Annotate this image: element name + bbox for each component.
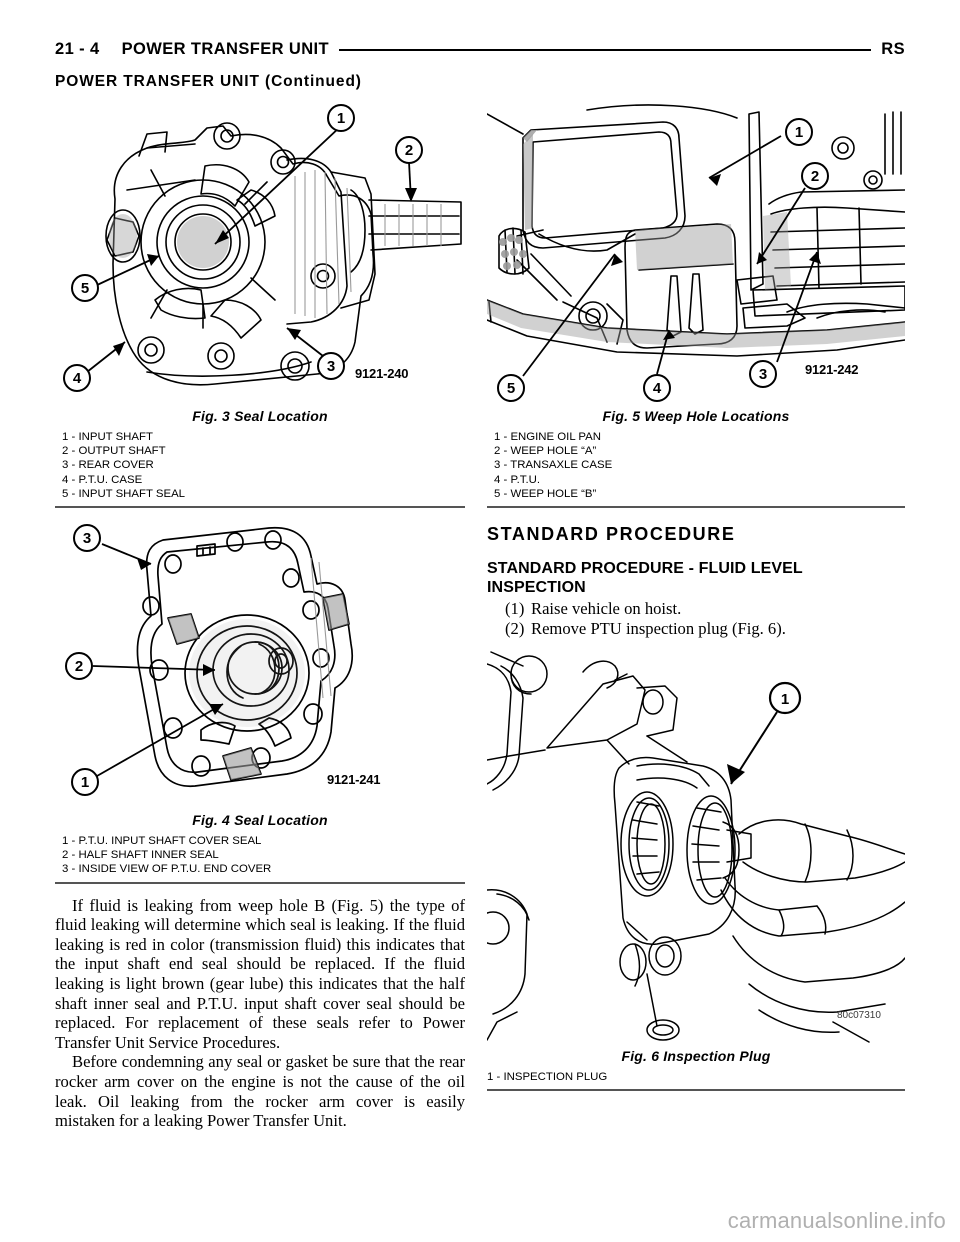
procedure-steps: (1) Raise vehicle on hoist. (2) Remove PTU…	[487, 599, 905, 638]
body-paragraph-2: Before condemning any seal or gasket be …	[55, 1052, 465, 1131]
fig3-callout-1: 1	[337, 110, 345, 127]
figure-5-caption: Fig. 5 Weep Hole Locations	[602, 408, 790, 424]
fig5-callout-4: 4	[653, 380, 662, 397]
callout-balloons: 1 2 3 4 5	[63, 104, 423, 392]
figure-6-drawing-id: 80c07310	[837, 1010, 881, 1022]
body-paragraph-1: If fluid is leaking from weep hole B (Fi…	[55, 895, 465, 1052]
figure-3: 1 2 3 4 5 9121-240	[55, 104, 465, 404]
figure-4-divider	[55, 881, 465, 884]
header-title: POWER TRANSFER UNIT	[121, 39, 330, 58]
fig6-callout-1: 1	[781, 691, 789, 708]
figure-3-caption: Fig. 3 Seal Location	[192, 408, 328, 424]
figure-5-legend: 1 - ENGINE OIL PAN 2 - WEEP HOLE “A” 3 -…	[487, 430, 905, 501]
fig5-callout-5: 5	[507, 380, 515, 397]
legend-item: 3 - INSIDE VIEW OF P.T.U. END COVER	[62, 863, 272, 876]
legend-item: 3 - TRANSAXLE CASE	[494, 459, 613, 472]
header-model-code: RS	[881, 39, 905, 58]
figure-4-legend: 1 - P.T.U. INPUT SHAFT COVER SEAL 2 - HA…	[55, 834, 465, 877]
fig5-callout-3: 3	[759, 366, 767, 383]
legend-item: 1 - ENGINE OIL PAN	[494, 431, 601, 443]
step-number: (2)	[505, 618, 525, 638]
callout-balloons: 1	[768, 682, 802, 715]
legend-item: 4 - P.T.U. CASE	[62, 473, 143, 486]
figure-6-divider	[487, 1089, 905, 1092]
figure-3-drawing: 1 2 3 4 5	[63, 104, 462, 392]
figure-5-divider	[487, 506, 905, 509]
figure-3-legend: 1 - INPUT SHAFT 2 - OUTPUT SHAFT 3 - REA…	[55, 430, 465, 501]
figure-6-legend: 1 - INSPECTION PLUG	[487, 1070, 905, 1084]
procedure-step: (1) Raise vehicle on hoist.	[505, 599, 905, 619]
figure-3-divider	[55, 506, 465, 509]
legend-item: 2 - WEEP HOLE “A”	[494, 445, 597, 458]
fig3-callout-2: 2	[405, 142, 413, 159]
left-column: 1 2 3 4 5 9121-240 Fig. 3 Seal Location …	[55, 104, 465, 1131]
step-number: (1)	[505, 599, 525, 619]
fig3-callout-4: 4	[73, 370, 82, 387]
right-column: 1 2 3 4 5 9121-242 Fig. 5 Weep Hole Loca…	[487, 104, 905, 1092]
section-heading-standard-procedure: STANDARD PROCEDURE	[487, 524, 736, 545]
figure-6-drawing: 1	[487, 651, 905, 1043]
legend-item: 4 - P.T.U.	[494, 473, 540, 486]
legend-item: 2 - OUTPUT SHAFT	[62, 445, 166, 458]
fig5-callout-2: 2	[811, 168, 819, 185]
fig4-callout-3: 3	[83, 530, 91, 547]
site-watermark: carmanualsonline.info	[727, 1208, 946, 1233]
callout-balloons: 1 2 3 4 5	[497, 118, 829, 402]
continued-heading: POWER TRANSFER UNIT (Continued)	[55, 73, 362, 90]
legend-item: 3 - REAR COVER	[62, 459, 154, 472]
procedure-step: (2) Remove PTU inspection plug (Fig. 6).	[505, 619, 905, 639]
running-header: 21 - 4 POWER TRANSFER UNIT RS	[55, 36, 905, 62]
figure-5: 1 2 3 4 5 9121-242	[487, 104, 905, 404]
figure-4: 3 2 1 9121-241	[55, 518, 465, 808]
step-text: Remove PTU inspection plug (Fig. 6).	[531, 618, 786, 638]
figure-4-drawing-id: 9121-241	[327, 772, 381, 788]
subsection-heading-fluid-level-inspection: STANDARD PROCEDURE - FLUID LEVEL INSPECT…	[487, 560, 803, 597]
callout-balloons: 3 2 1	[65, 524, 101, 797]
fig3-callout-5: 5	[81, 280, 89, 297]
figure-6: 1 80c07310	[487, 644, 905, 1044]
fig4-callout-1: 1	[81, 774, 89, 791]
legend-item: 5 - WEEP HOLE “B”	[494, 487, 597, 500]
figure-5-drawing-id: 9121-242	[805, 362, 859, 377]
legend-item: 1 - P.T.U. INPUT SHAFT COVER SEAL	[62, 835, 262, 848]
fig5-callout-1: 1	[795, 124, 803, 141]
legend-item: 5 - INPUT SHAFT SEAL	[62, 487, 186, 500]
fig3-callout-3: 3	[327, 358, 335, 375]
page-folio: 21 - 4	[55, 39, 100, 58]
legend-item: 2 - HALF SHAFT INNER SEAL	[62, 849, 219, 862]
step-text: Raise vehicle on hoist.	[531, 599, 682, 619]
legend-item: 1 - INSPECTION PLUG	[487, 1071, 608, 1084]
figure-3-drawing-id: 9121-240	[355, 366, 409, 381]
legend-item: 1 - INPUT SHAFT	[62, 431, 153, 443]
figure-4-caption: Fig. 4 Seal Location	[192, 812, 328, 829]
figure-4-drawing: 3 2 1	[65, 524, 354, 797]
figure-6-caption: Fig. 6 Inspection Plug	[621, 1048, 771, 1065]
fig4-callout-2: 2	[75, 658, 83, 675]
header-rule	[339, 49, 872, 51]
figure-5-drawing: 1 2 3 4 5	[487, 104, 905, 402]
